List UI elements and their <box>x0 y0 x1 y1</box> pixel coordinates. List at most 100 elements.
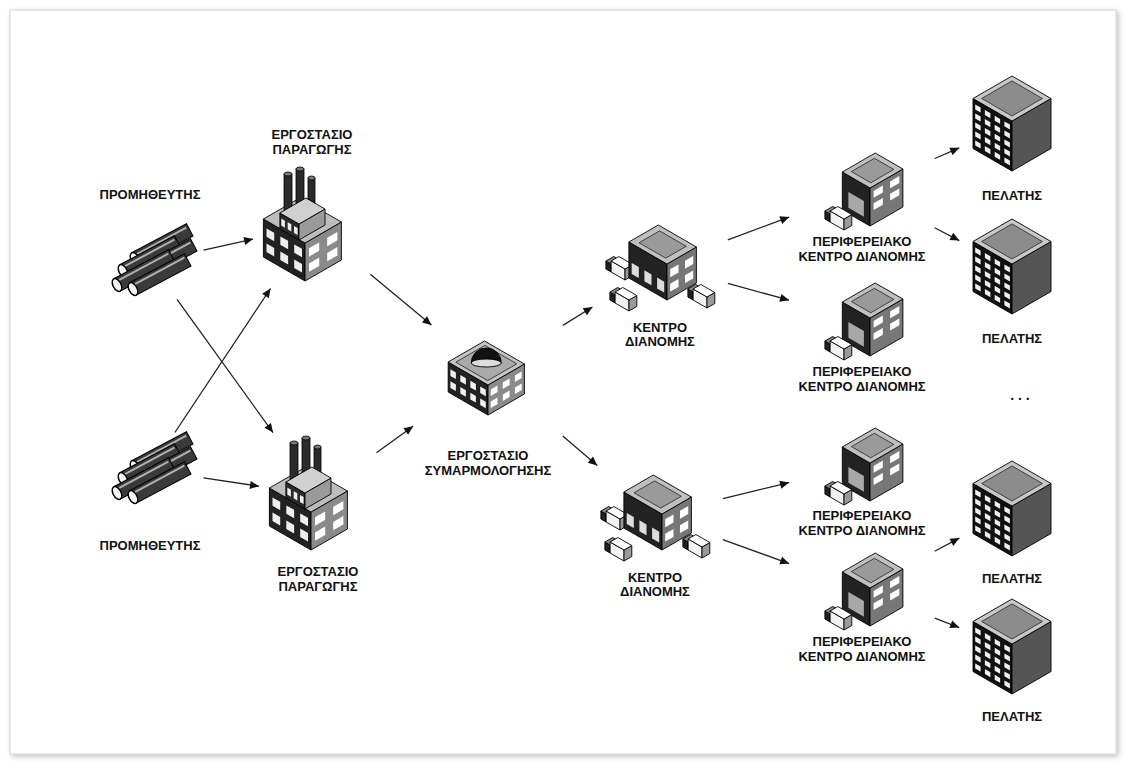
icon-shape <box>995 518 1000 526</box>
icon-shape <box>975 274 980 282</box>
icon-shape <box>286 505 294 518</box>
icon-shape <box>975 489 980 497</box>
icon-shape <box>995 509 1000 517</box>
dome-band <box>471 359 501 367</box>
icon-shape <box>890 588 899 600</box>
icon-shape <box>985 280 991 288</box>
node-label: ΠΡΟΜΗΘΕΥΤΗΣ <box>100 188 201 203</box>
icon-shape <box>300 513 308 526</box>
customer-icon <box>962 601 1062 696</box>
rdc-icon <box>812 280 912 360</box>
icon-shape <box>652 527 659 542</box>
supplier-icon <box>105 227 195 297</box>
icon-shape <box>848 592 864 617</box>
supplier-node: ΠΡΟΜΗΘΕΥΤΗΣ <box>100 188 201 297</box>
rdc-node: ΠΕΡΙΦΕΡΕΙΑΚΟ ΚΕΝΤΡΟ ΔΙΑΝΟΜΗΣ <box>792 280 932 395</box>
icon-shape <box>995 674 1000 682</box>
icon-shape <box>333 501 343 515</box>
icon-shape <box>830 337 852 350</box>
icon-shape <box>975 645 980 653</box>
icon-shape <box>995 133 1000 141</box>
icon-shape <box>985 669 991 677</box>
flow-arrow <box>563 436 597 466</box>
icon-shape <box>1004 506 1010 514</box>
dc-node: ΚΕΝΤΡΟ ΔΙΑΝΟΜΗΣ <box>590 468 720 601</box>
icon-shape <box>644 270 651 285</box>
icon-group <box>973 461 1051 556</box>
icon-shape <box>995 647 1000 655</box>
customer-icon <box>962 78 1062 173</box>
icon-shape <box>309 258 319 272</box>
icon-shape <box>1004 157 1010 165</box>
icon-shape <box>1004 130 1010 138</box>
icon-shape <box>515 372 522 383</box>
icon-shape <box>1004 644 1010 652</box>
icon-shape <box>657 277 664 292</box>
icon-shape <box>460 387 466 397</box>
icon-shape <box>842 153 903 188</box>
icon-shape <box>874 186 883 198</box>
flow-arrow <box>563 307 593 325</box>
icon-shape <box>480 387 486 397</box>
flow-arrow <box>203 239 253 250</box>
icon-shape <box>995 124 1000 132</box>
icon-shape <box>973 76 1051 121</box>
icon-shape <box>685 270 693 283</box>
icon-shape <box>680 520 688 533</box>
icon-shape <box>890 176 899 188</box>
node-label: ΕΡΓΟΣΤΑΣΙΟ ΠΑΡΑΓΩΓΗΣ <box>262 565 374 595</box>
assembly-icon <box>433 327 543 417</box>
flow-arrow <box>728 217 789 240</box>
icon-shape <box>273 497 281 510</box>
icon-shape <box>1004 542 1010 550</box>
icon-group <box>825 153 903 230</box>
icon-shape <box>995 258 1000 266</box>
icon-shape <box>985 651 991 659</box>
node-label: ΕΡΓΟΣΤΑΣΙΟ ΣΥΜΑΡΜΟΛΟΓΗΣΗΣ <box>416 449 561 479</box>
factory-node: ΕΡΓΟΣΤΑΣΙΟ ΠΑΡΑΓΩΓΗΣ <box>256 128 368 286</box>
node-label: ΠΕΛΑΤΗΣ <box>982 710 1042 725</box>
icon-group <box>606 225 715 311</box>
icon-shape <box>874 461 883 473</box>
supplier-node: ΠΡΟΜΗΘΕΥΤΗΣ <box>100 435 201 554</box>
icon-group <box>825 553 903 630</box>
node-label: ΠΕΡΙΦΕΡΕΙΑΚΟ ΚΕΝΤΡΟ ΔΙΑΝΟΜΗΣ <box>792 509 932 539</box>
dc-icon <box>590 468 720 563</box>
pipe-body <box>130 462 191 503</box>
icon-shape <box>491 398 498 409</box>
flow-arrow <box>175 288 271 432</box>
icon-shape <box>975 104 980 112</box>
icon-shape <box>1004 524 1010 532</box>
ellipsis-label: . . . <box>1010 387 1029 403</box>
icon-shape <box>287 488 291 497</box>
icon-shape <box>874 316 883 328</box>
icon-shape <box>995 276 1000 284</box>
customer-node: ΠΕΛΑΤΗΣ <box>962 601 1062 725</box>
icon-shape <box>975 256 980 264</box>
frame-border <box>10 10 1116 754</box>
customer-icon <box>962 463 1062 558</box>
icon-shape <box>267 244 275 257</box>
icon-shape <box>615 287 637 300</box>
icon-shape <box>995 500 1000 508</box>
icon-shape <box>975 283 980 291</box>
icon-shape <box>300 529 308 542</box>
node-label: ΠΕΛΑΤΗΣ <box>982 332 1042 347</box>
icon-shape <box>982 80 1043 115</box>
chimney-top <box>314 445 321 449</box>
icon-shape <box>294 244 302 257</box>
icon-shape <box>975 247 980 255</box>
icon-shape <box>995 267 1000 275</box>
chimney-top <box>302 436 310 440</box>
rdc-icon <box>812 425 912 505</box>
flow-arrow <box>203 478 259 486</box>
icon-shape <box>975 265 980 273</box>
icon-shape <box>848 192 864 217</box>
icon-shape <box>450 369 456 379</box>
icon-shape <box>985 119 991 127</box>
icon-shape <box>327 247 337 261</box>
icon-shape <box>975 113 980 121</box>
pipe-body <box>130 254 191 295</box>
icon-shape <box>995 638 1000 646</box>
